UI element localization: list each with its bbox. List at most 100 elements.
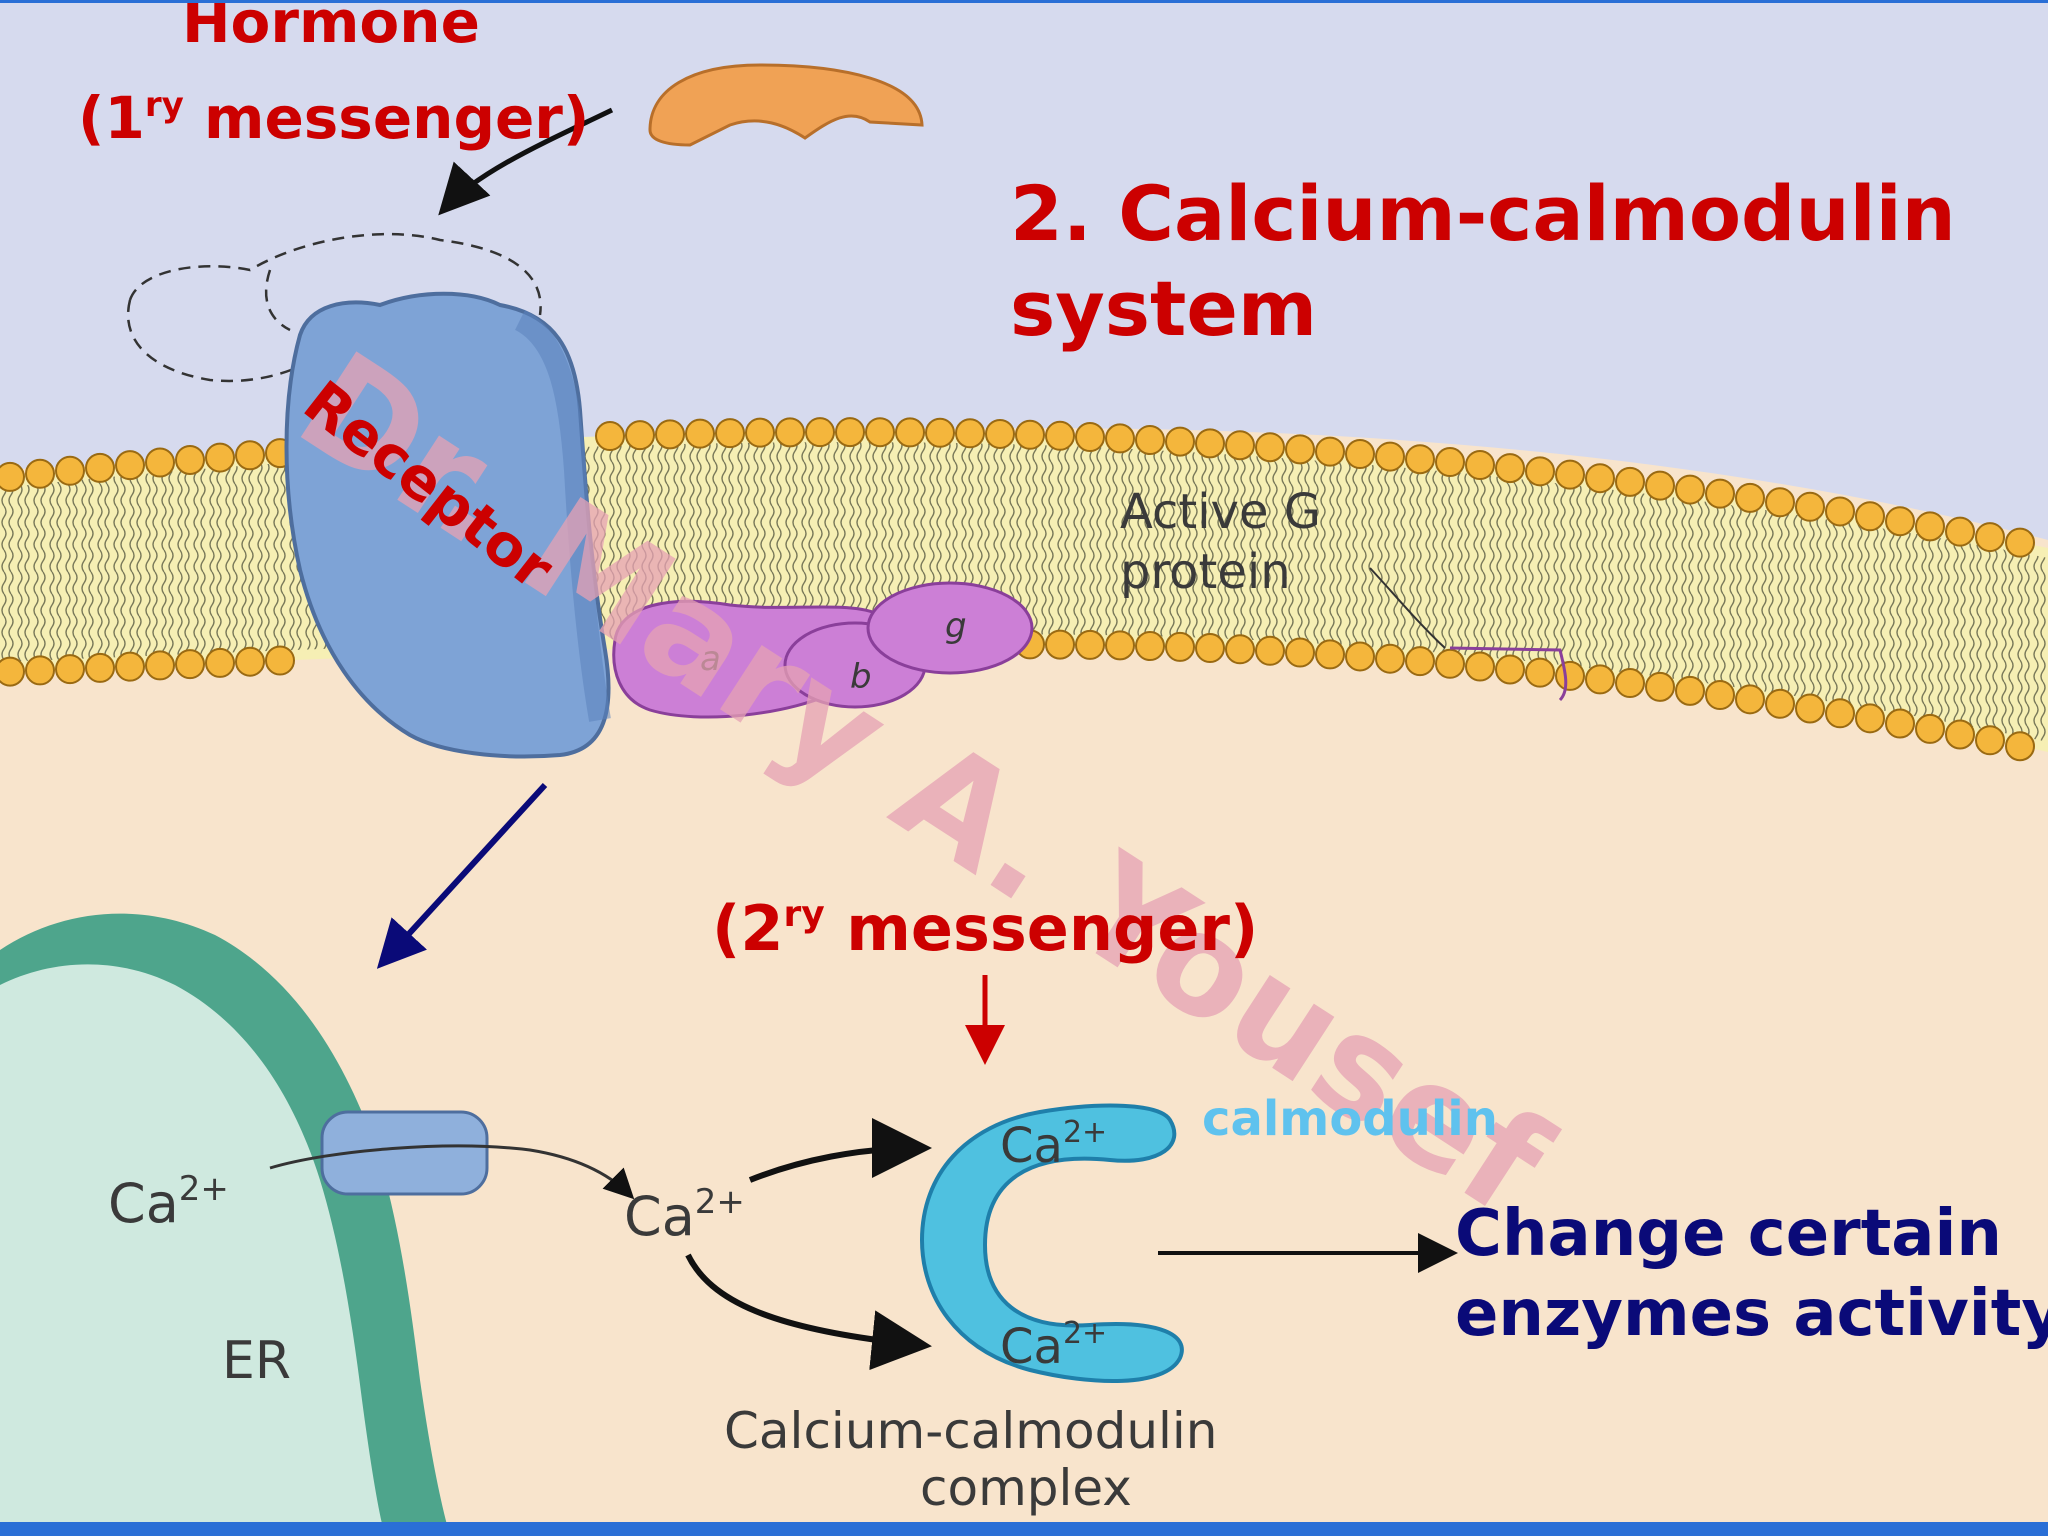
phospholipid-head xyxy=(115,450,145,481)
g-protein-complex: a b g xyxy=(612,581,1034,719)
phospholipid-head xyxy=(1405,444,1435,475)
phospholipid-head xyxy=(1075,421,1105,452)
ca-cytoplasm-label: Ca2+ xyxy=(624,1182,745,1248)
phospholipid-head xyxy=(0,656,25,687)
phospholipid-head xyxy=(205,442,235,473)
hormone-title: Hormone xyxy=(182,0,480,56)
phospholipid-head xyxy=(1555,459,1585,490)
phospholipid-head xyxy=(1225,430,1255,461)
ca-bound-bottom: Ca2+ xyxy=(1000,1316,1107,1375)
phospholipid-head xyxy=(595,421,625,452)
calcium-channel xyxy=(320,1110,489,1196)
g-subunit-b: b xyxy=(850,657,872,697)
phospholipid-head xyxy=(1735,684,1765,715)
phospholipid-head xyxy=(1795,491,1825,522)
phospholipid-head xyxy=(1045,420,1075,451)
ca-arrow-up xyxy=(748,1118,932,1183)
outcome-label: Change certain xyxy=(1455,1197,2002,1271)
phospholipid-head xyxy=(985,418,1015,449)
phospholipid-head xyxy=(1465,450,1495,481)
phospholipid-head xyxy=(1675,675,1705,706)
phospholipid-head xyxy=(1705,679,1735,710)
phospholipid-head xyxy=(1705,478,1735,509)
phospholipid-head xyxy=(1885,506,1915,537)
phospholipid-head xyxy=(1285,434,1315,465)
phospholipid-head xyxy=(1255,432,1285,463)
phospholipid-head xyxy=(1585,463,1615,494)
phospholipid-head xyxy=(1915,511,1945,542)
phospholipid-head xyxy=(175,649,205,680)
phospholipid-head xyxy=(1375,441,1405,472)
phospholipid-head xyxy=(1825,496,1855,527)
g-subunit-a: a xyxy=(700,639,721,679)
phospholipid-head xyxy=(25,655,55,686)
phospholipid-head xyxy=(1195,428,1225,459)
calmodulin-label: calmodulin xyxy=(1202,1091,1498,1147)
phospholipid-head xyxy=(1435,648,1465,679)
phospholipid-head xyxy=(25,458,55,489)
phospholipid-head xyxy=(1795,693,1825,724)
phospholipid-head xyxy=(1975,725,2005,756)
er-label: ER xyxy=(222,1331,291,1391)
calmodulin-protein xyxy=(919,1103,1184,1384)
phospholipid-head xyxy=(145,447,175,478)
phospholipid-head xyxy=(1315,639,1345,670)
phospholipid-head xyxy=(1255,635,1285,666)
g-subunit-g: g xyxy=(945,606,967,646)
phospholipid-head xyxy=(1495,453,1525,484)
phospholipid-head xyxy=(1195,633,1225,664)
phospholipid-head xyxy=(1615,466,1645,497)
endoplasmic-reticulum xyxy=(0,913,450,1536)
phospholipid-head xyxy=(1165,631,1195,662)
first-messenger-label: (1ry messenger) xyxy=(78,84,589,152)
phospholipid-head xyxy=(235,646,265,677)
phospholipid-head xyxy=(895,417,925,448)
phospholipid-head xyxy=(115,651,145,682)
phospholipid-head xyxy=(235,440,265,471)
phospholipid-head xyxy=(1135,425,1165,455)
phospholipid-head xyxy=(1555,660,1585,691)
phospholipid-head xyxy=(1975,522,2005,553)
phospholipid-head xyxy=(1915,713,1945,744)
receptor-protein xyxy=(284,291,611,759)
phospholipid-head xyxy=(1855,501,1885,532)
phospholipid-head xyxy=(1315,436,1345,467)
g-protein-label-line2: protein xyxy=(1120,544,1291,600)
ca-arrow-down xyxy=(685,1253,932,1371)
phospholipid-head xyxy=(1585,664,1615,695)
phospholipid-head xyxy=(715,418,745,449)
phospholipid-head xyxy=(835,417,865,448)
phospholipid-head xyxy=(0,461,25,492)
phospholipid-head xyxy=(1765,487,1795,518)
phospholipid-head xyxy=(1375,643,1405,674)
complex-label-line2: complex xyxy=(920,1459,1132,1517)
phospholipid-head xyxy=(1885,708,1915,739)
receptor-binding-outline xyxy=(126,232,542,383)
phospholipid-head xyxy=(2005,527,2035,558)
page-title-line2: system xyxy=(1010,264,1317,353)
phospholipid-head xyxy=(1675,474,1705,505)
cytoplasm xyxy=(0,650,2048,1536)
phospholipid-head xyxy=(55,654,85,685)
signal-arrow xyxy=(376,782,548,969)
phospholipid-head xyxy=(1765,688,1795,719)
ca-er-label: Ca2+ xyxy=(108,1169,229,1235)
second-messenger-label: (2ry messenger) xyxy=(712,892,1258,965)
phospholipid-head xyxy=(1045,629,1075,660)
phospholipid-head xyxy=(1285,637,1315,668)
phospholipid-head xyxy=(1615,668,1645,699)
phospholipid-head xyxy=(265,645,295,676)
phospholipid-head xyxy=(175,444,205,475)
phospholipid-head xyxy=(1015,419,1045,450)
phospholipid-head xyxy=(1525,456,1555,487)
phospholipid-head xyxy=(1735,482,1765,513)
phospholipid-head xyxy=(1825,698,1855,729)
outcome-label-line2: enzymes activity xyxy=(1455,1277,2048,1351)
phospholipid-head xyxy=(1105,423,1135,454)
phospholipid-head xyxy=(865,417,895,448)
phospholipid-head xyxy=(145,650,175,681)
hormone-molecule xyxy=(648,63,924,147)
hormone-arrow xyxy=(438,107,614,216)
g-protein-label: Active G xyxy=(1120,484,1321,540)
